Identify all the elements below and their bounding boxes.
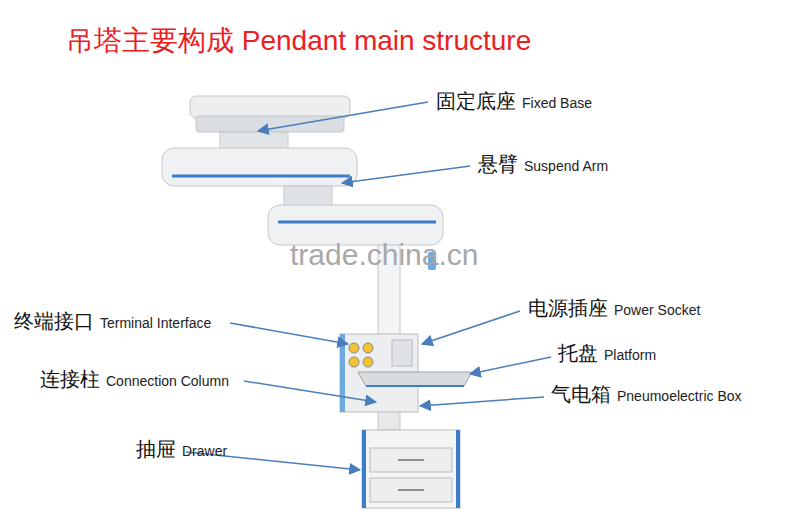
callout-label: 托盘 Platform [558, 342, 656, 364]
part-name-en: Fixed Base [522, 96, 592, 111]
part-name-zh: 抽屉 [136, 438, 176, 460]
part-name-zh: 固定底座 [436, 90, 516, 112]
leader-line [258, 102, 428, 131]
callout-label: trade.china.cn [290, 238, 478, 271]
callout-label: 终端接口 Terminal Interface [14, 310, 211, 332]
callout-label: 悬臂 Suspend Arm [478, 153, 608, 175]
part-name-en: Connection Column [106, 374, 229, 389]
part-name-zh: 连接柱 [40, 368, 100, 390]
callout-label: 固定底座 Fixed Base [436, 90, 592, 112]
title: 吊塔主要构成 Pendant main structure [66, 26, 531, 57]
part-name-zh: 终端接口 [14, 310, 94, 332]
part-name-en: Terminal Interface [100, 316, 211, 331]
leader-line [342, 166, 470, 183]
connection-column [378, 412, 400, 430]
drawer-unit [362, 430, 460, 508]
part-name-zh: 悬臂 [478, 153, 518, 175]
part-name-en: Pneumoelectric Box [617, 389, 742, 404]
watermark: trade.china.cn [290, 238, 478, 271]
fixed-base [190, 96, 350, 150]
leader-line [244, 381, 376, 402]
callout-label: 气电箱 Pneumoelectric Box [551, 383, 742, 405]
leader-lines [186, 102, 551, 470]
leader-line [230, 323, 348, 344]
part-name-en: Suspend Arm [524, 159, 608, 174]
part-name-zh: 托盘 [558, 342, 598, 364]
part-name-zh: 气电箱 [551, 383, 611, 405]
callout-label: 连接柱 Connection Column [40, 368, 229, 390]
callout-label: 电源插座 Power Socket [528, 297, 700, 319]
part-name-en: Platform [604, 348, 656, 363]
leader-line [422, 311, 520, 344]
part-name-zh: 电源插座 [528, 297, 608, 319]
callout-label: 抽屉 Drawer [136, 438, 227, 460]
part-name-en: Power Socket [614, 303, 700, 318]
suspend-arm [162, 148, 357, 206]
leader-line [420, 397, 544, 406]
leader-line [470, 357, 551, 374]
platform [358, 372, 472, 386]
part-name-en: Drawer [182, 444, 227, 459]
